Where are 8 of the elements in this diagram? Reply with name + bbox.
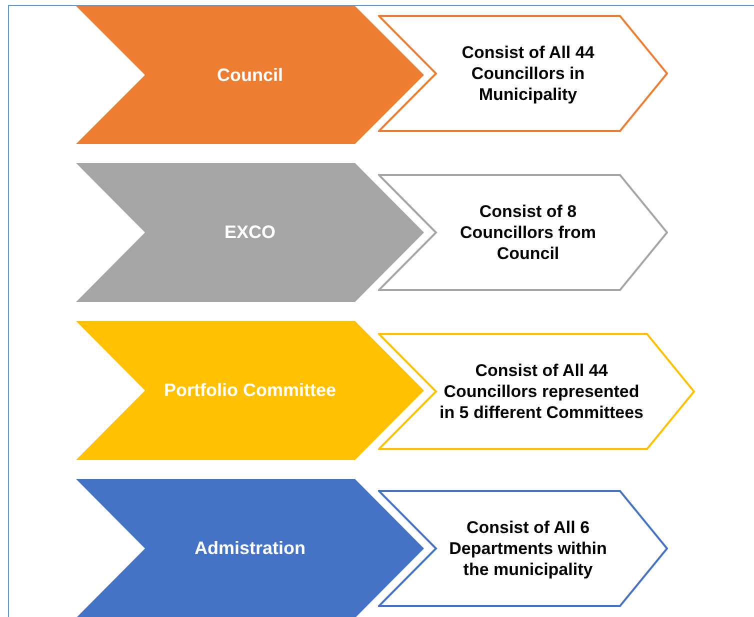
chevron-label: Admistration	[194, 537, 306, 560]
chevron-label: Portfolio Committee	[164, 379, 336, 402]
chevron-label: Consist of 8 Councillors from Council	[458, 200, 597, 264]
chevron-label: Consist of All 6 Departments within the municipality	[448, 516, 608, 580]
chevron-label: Consist of All 44 Councillors represented in 5 different Committees	[438, 360, 645, 424]
chevron-label: Council	[217, 64, 283, 86]
chevron-label: EXCO	[224, 221, 276, 244]
chevron-label: Consist of All 44 Councillors in Municipality	[460, 42, 596, 106]
